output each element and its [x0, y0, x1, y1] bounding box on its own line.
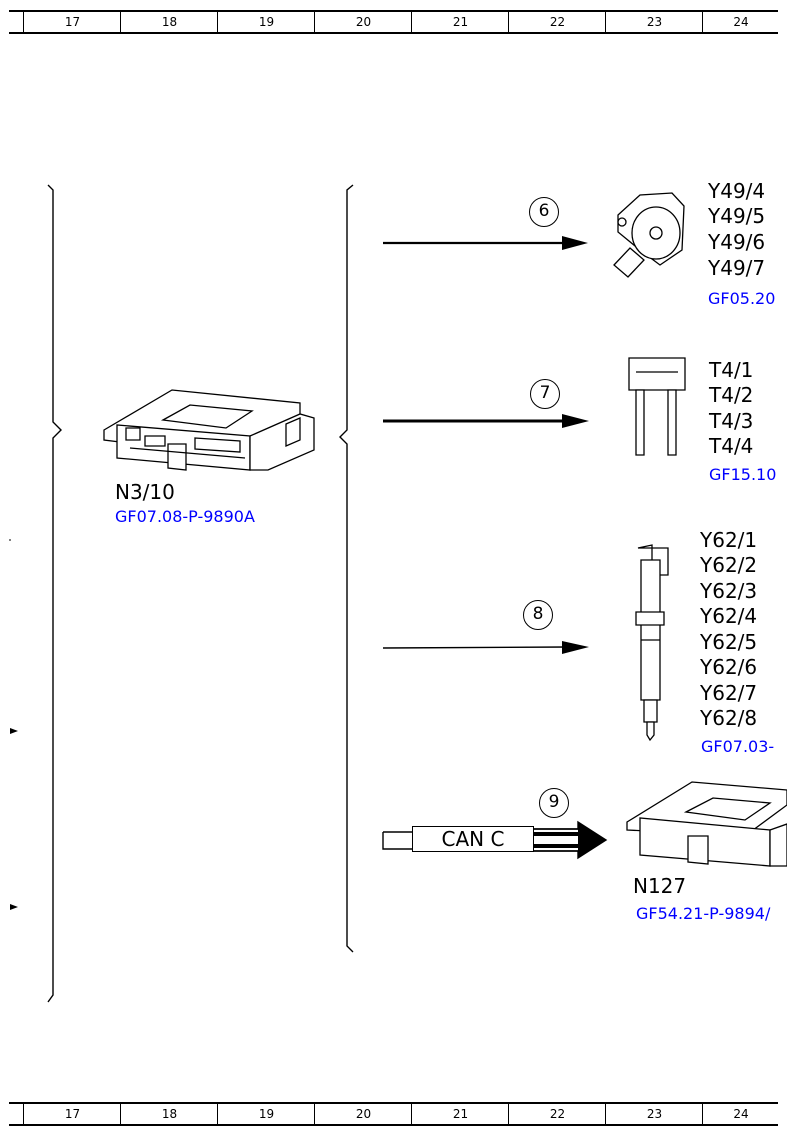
y62-injector-icon: [635, 544, 669, 742]
reference-link[interactable]: GF07.03-: [701, 737, 775, 756]
left-brace: [47, 184, 62, 1003]
column-label: 19: [217, 1104, 315, 1124]
reference-link[interactable]: GF05.20: [708, 289, 776, 308]
column-label: 23: [605, 1104, 703, 1124]
arrowhead: [562, 414, 589, 428]
callout-6: 6: [529, 197, 559, 227]
component-label: N127: [633, 874, 687, 898]
margin-arrow-mark: [10, 904, 18, 910]
component-label: Y62/5: [700, 630, 758, 654]
component-label: T4/3: [709, 409, 754, 433]
component-label: Y62/4: [700, 604, 758, 628]
column-label: 21: [411, 12, 509, 32]
column-label: 22: [508, 12, 606, 32]
top-column-ruler: 17 18 19 20 21 22 23 24: [9, 10, 778, 34]
component-label: Y62/2: [700, 553, 758, 577]
controller-reference-link[interactable]: GF07.08-P-9890A: [115, 507, 255, 526]
arrowhead: [562, 641, 589, 654]
y49-sensor-icon: [613, 192, 685, 278]
controller-label: N3/10: [115, 480, 175, 504]
reference-link[interactable]: GF15.10: [709, 465, 777, 484]
control-unit-n3-10-icon: [103, 389, 315, 471]
bottom-column-ruler: 17 18 19 20 21 22 23 24: [9, 1102, 778, 1126]
component-label: Y49/6: [708, 230, 766, 254]
column-label: 20: [314, 12, 412, 32]
component-label: T4/1: [709, 358, 754, 382]
callout-7: 7: [530, 379, 560, 409]
component-label: Y49/7: [708, 256, 766, 280]
can-c-label: CAN C: [412, 826, 534, 852]
component-label: Y62/6: [700, 655, 758, 679]
arrow-8: [382, 646, 569, 649]
control-unit-n127-icon: [626, 781, 787, 867]
column-label: 21: [411, 1104, 509, 1124]
column-label: 24: [702, 12, 779, 32]
t4-connector-icon: [628, 357, 686, 456]
callout-9: 9: [539, 788, 569, 818]
margin-arrow-mark: [10, 728, 18, 734]
column-label: 17: [23, 12, 121, 32]
column-label: 24: [702, 1104, 779, 1124]
column-label: 17: [23, 1104, 121, 1124]
component-label: Y62/1: [700, 528, 758, 552]
component-label: T4/2: [709, 383, 754, 407]
callout-8: 8: [523, 600, 553, 630]
reference-link[interactable]: GF54.21-P-9894/: [636, 904, 771, 923]
component-label: Y62/8: [700, 706, 758, 730]
column-label: 19: [217, 12, 315, 32]
right-brace: [339, 184, 354, 953]
column-label: 22: [508, 1104, 606, 1124]
column-label: 18: [120, 1104, 218, 1124]
column-label: 20: [314, 1104, 412, 1124]
component-label: Y49/5: [708, 204, 766, 228]
component-label: Y62/3: [700, 579, 758, 603]
column-label: 18: [120, 12, 218, 32]
arrowhead: [562, 236, 588, 250]
arrowhead: [578, 822, 606, 858]
column-label: 23: [605, 12, 703, 32]
component-label: Y49/4: [708, 179, 766, 203]
component-label: Y62/7: [700, 681, 758, 705]
component-label: T4/4: [709, 434, 754, 458]
